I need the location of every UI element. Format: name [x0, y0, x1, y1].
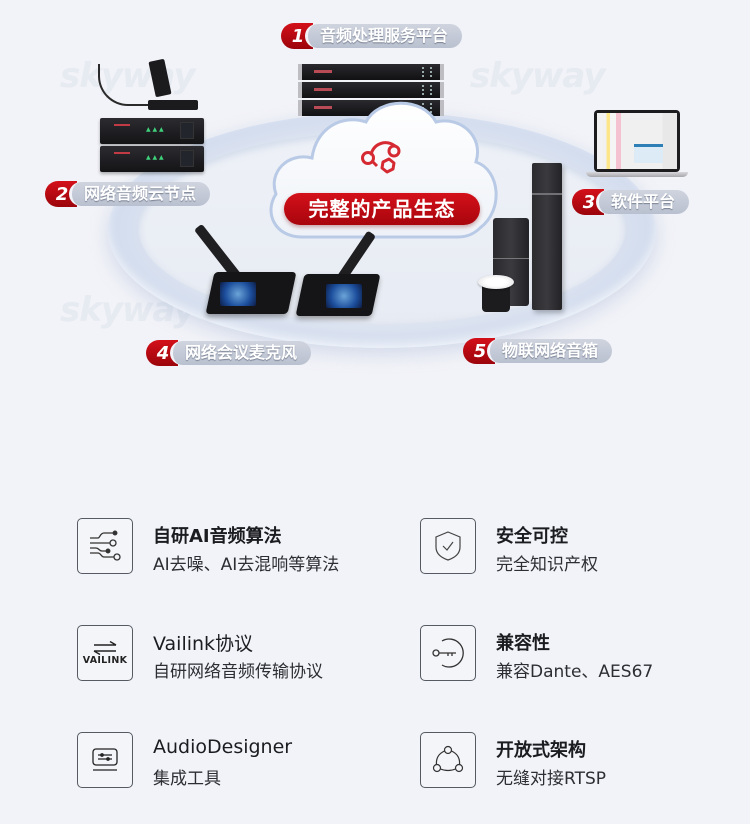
center-title: 完整的产品生态	[284, 193, 480, 225]
vailink-icon-text: VAILINK	[82, 654, 128, 666]
feature-desc: 兼容Dante、AES67	[496, 662, 654, 682]
label-text: 网络音频云节点	[69, 182, 211, 206]
feature-compatibility: 兼容性 兼容Dante、AES67	[420, 625, 740, 685]
label-iot-speaker: 5 物联网络音箱	[463, 338, 613, 364]
feature-desc: AI去噪、AI去混响等算法	[153, 555, 340, 575]
adapter-box-image	[148, 100, 198, 110]
feature-security: 安全可控 完全知识产权	[420, 518, 740, 578]
key-circle-icon	[420, 625, 476, 681]
ceiling-speaker-image	[478, 275, 514, 315]
feature-title: 开放式架构	[496, 740, 586, 761]
laptop-software-image	[586, 110, 688, 180]
feature-title: AudioDesigner	[153, 736, 293, 758]
feature-open-architecture: 开放式架构 无缝对接RTSP	[420, 732, 740, 792]
label-conference-microphone: 4 网络会议麦克风	[146, 340, 312, 366]
column-speaker-image	[532, 163, 562, 310]
label-text: 物联网络音箱	[487, 339, 613, 363]
feature-vailink-protocol: VAILINK Vailink协议 自研网络音频传输协议	[77, 625, 397, 685]
feature-desc: 集成工具	[153, 769, 221, 789]
shield-check-icon	[420, 518, 476, 574]
feature-title: 兼容性	[496, 633, 550, 654]
vailink-arrows-icon: VAILINK	[77, 625, 133, 681]
sliders-screen-icon	[77, 732, 133, 788]
network-audio-node-image	[100, 118, 204, 144]
brand-watermark: skyway	[470, 56, 605, 96]
feature-desc: 完全知识产权	[496, 555, 598, 575]
cable-image	[98, 64, 148, 106]
label-text: 音频处理服务平台	[305, 24, 463, 48]
network-audio-node-image	[100, 146, 204, 172]
ecosystem-hero: skyway skyway skyway skyway	[0, 0, 750, 400]
label-software-platform: 3 软件平台	[572, 189, 690, 215]
feature-title: Vailink协议	[153, 633, 254, 655]
feature-title: 安全可控	[496, 526, 568, 547]
feature-ai-audio-algorithm: 自研AI音频算法 AI去噪、AI去混响等算法	[77, 518, 397, 578]
label-text: 网络会议麦克风	[170, 341, 312, 365]
feature-title: 自研AI音频算法	[153, 526, 282, 547]
label-number: 3	[572, 189, 604, 215]
feature-desc: 自研网络音频传输协议	[153, 662, 323, 682]
hexagon-nodes-icon	[357, 136, 403, 176]
circuit-nodes-icon	[77, 518, 133, 574]
label-text: 软件平台	[596, 190, 690, 214]
center-cloud: 完整的产品生态	[262, 92, 502, 242]
feature-desc: 无缝对接RTSP	[496, 769, 607, 789]
share-nodes-icon	[420, 732, 476, 788]
label-audio-processing-platform: 1 音频处理服务平台	[281, 23, 463, 49]
feature-audiodesigner: AudioDesigner 集成工具	[77, 732, 397, 792]
label-network-audio-cloud-node: 2 网络音频云节点	[45, 181, 211, 207]
